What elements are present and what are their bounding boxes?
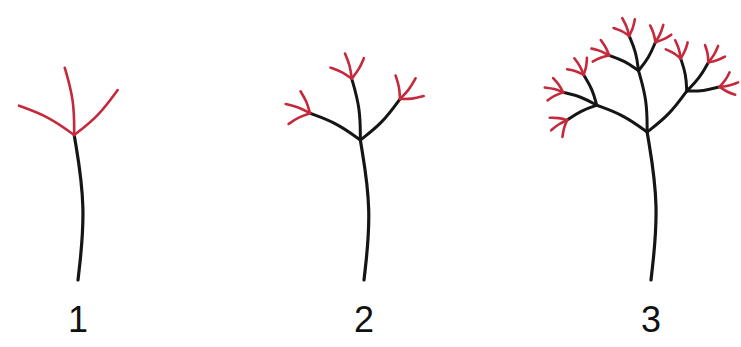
- red-tip: [400, 78, 416, 99]
- branch: [687, 62, 709, 91]
- red-tip: [622, 18, 629, 36]
- red-tip: [553, 78, 563, 92]
- red-tip: [601, 40, 609, 55]
- red-tip: [593, 55, 609, 61]
- red-tip: [681, 42, 688, 58]
- branch: [681, 58, 687, 91]
- red-tip: [629, 19, 635, 36]
- red-tip: [720, 82, 738, 86]
- branch: [629, 36, 638, 71]
- red-tip: [584, 58, 587, 75]
- red-tip: [330, 68, 351, 79]
- red-tip: [74, 90, 117, 135]
- red-tip: [19, 106, 74, 135]
- red-tip: [352, 58, 364, 79]
- red-tip: [400, 96, 424, 99]
- red-tip: [345, 54, 352, 79]
- branch: [310, 113, 360, 140]
- red-tip: [720, 87, 736, 95]
- red-tip: [708, 57, 725, 63]
- red-tip: [551, 120, 567, 130]
- branch: [647, 91, 687, 132]
- fractal-tree: [545, 18, 738, 280]
- branch: [687, 87, 720, 91]
- branch: [567, 105, 597, 120]
- fractal-tree: [19, 68, 118, 280]
- stage-number: 3: [641, 300, 661, 340]
- branch: [584, 75, 597, 105]
- red-tip: [655, 35, 671, 42]
- red-tip: [650, 25, 655, 42]
- red-tip: [550, 118, 567, 120]
- trunk: [360, 140, 368, 280]
- branch: [352, 79, 361, 140]
- red-tip: [705, 45, 708, 62]
- red-tip: [396, 76, 400, 100]
- branch: [638, 42, 655, 70]
- stage-number: 2: [354, 300, 374, 340]
- red-tip: [289, 113, 310, 124]
- red-tip: [301, 91, 310, 113]
- trunk: [74, 135, 83, 280]
- branch: [609, 55, 638, 70]
- red-tip: [65, 68, 74, 135]
- red-tip: [548, 92, 564, 100]
- branch: [563, 92, 597, 105]
- fractal-tree: [286, 54, 424, 280]
- red-tip: [675, 40, 680, 58]
- branch: [597, 105, 647, 132]
- branch: [638, 71, 647, 132]
- branch: [360, 99, 400, 140]
- trunk: [647, 132, 656, 280]
- stage-number: 1: [68, 300, 88, 340]
- red-tip: [574, 58, 583, 75]
